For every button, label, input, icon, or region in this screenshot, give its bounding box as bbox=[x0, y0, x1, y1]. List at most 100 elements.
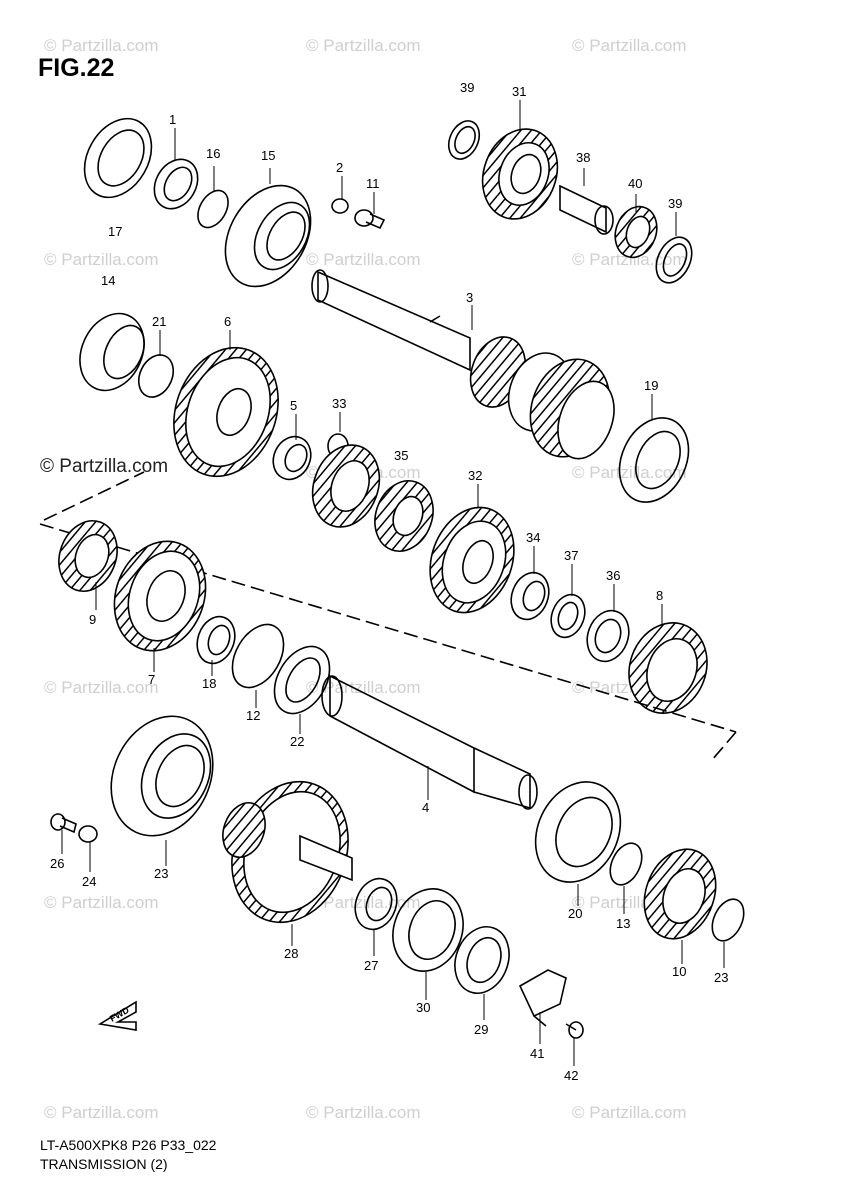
bearing-23-left bbox=[110, 715, 214, 837]
callout-13: 13 bbox=[616, 916, 630, 931]
parts-group: FWD bbox=[39, 100, 745, 1066]
callout-18: 18 bbox=[202, 676, 216, 691]
figure-title: FIG.22 bbox=[38, 54, 115, 82]
callout-14: 14 bbox=[101, 273, 115, 288]
callout-31: 31 bbox=[512, 84, 526, 99]
washer-39-right bbox=[655, 236, 693, 284]
bushing-27 bbox=[354, 877, 398, 931]
callout-19: 19 bbox=[644, 378, 658, 393]
watermark: © Partzilla.com bbox=[572, 250, 687, 269]
bushing-18 bbox=[196, 615, 236, 665]
callout-labels: 1 2 3 4 5 6 7 8 9 10 11 12 13 14 15 16 1… bbox=[50, 80, 728, 1083]
watermark: © Partzilla.com bbox=[44, 893, 159, 912]
callout-28: 28 bbox=[284, 946, 298, 961]
bearing-15 bbox=[224, 184, 312, 288]
callout-24: 24 bbox=[82, 874, 96, 889]
watermark: © Partzilla.com bbox=[44, 1103, 159, 1122]
washer-39-top bbox=[447, 120, 481, 160]
shim-21 bbox=[137, 354, 175, 398]
callout-4: 4 bbox=[422, 800, 429, 815]
callout-41: 41 bbox=[530, 1046, 544, 1061]
gear-31 bbox=[481, 128, 559, 220]
callout-5: 5 bbox=[290, 398, 297, 413]
figure-code: LT-A500XPK8 P26 P33_022 bbox=[40, 1137, 217, 1153]
shaft-3 bbox=[311, 269, 471, 372]
callout-30: 30 bbox=[416, 1000, 430, 1015]
lock-washer-36 bbox=[586, 609, 630, 663]
callout-29: 29 bbox=[474, 1022, 488, 1037]
callout-21: 21 bbox=[152, 314, 166, 329]
callout-39-right: 39 bbox=[668, 196, 682, 211]
watermark: © Partzilla.com bbox=[572, 36, 687, 55]
needle-bearing-40 bbox=[614, 205, 658, 259]
gear-35 bbox=[311, 444, 434, 552]
gear-8 bbox=[628, 622, 708, 714]
callout-36: 36 bbox=[606, 568, 620, 583]
oil-seal-29 bbox=[454, 926, 510, 994]
callout-23-right: 23 bbox=[714, 970, 728, 985]
callout-1: 1 bbox=[169, 112, 176, 127]
shaft-4 bbox=[321, 674, 538, 810]
sleeve-38 bbox=[559, 184, 614, 235]
callout-16: 16 bbox=[206, 146, 220, 161]
watermark: © Partzilla.com bbox=[572, 463, 687, 482]
gear-28 bbox=[222, 780, 353, 924]
callout-20: 20 bbox=[568, 906, 582, 921]
watermark: © Partzilla.com bbox=[306, 36, 421, 55]
bearing-30 bbox=[392, 888, 464, 972]
watermark-primary: © Partzilla.com bbox=[40, 456, 169, 477]
watermark: © Partzilla.com bbox=[44, 250, 159, 269]
bolt-11 bbox=[354, 209, 386, 230]
bearing-17 bbox=[83, 117, 153, 199]
callout-32: 32 bbox=[468, 468, 482, 483]
callout-8: 8 bbox=[656, 588, 663, 603]
callout-37: 37 bbox=[564, 548, 578, 563]
callout-33: 33 bbox=[332, 396, 346, 411]
watermark: © Partzilla.com bbox=[572, 1103, 687, 1122]
circlip-12 bbox=[231, 623, 285, 689]
callout-3: 3 bbox=[466, 290, 473, 305]
callout-6: 6 bbox=[224, 314, 231, 329]
bearing-19 bbox=[618, 417, 690, 503]
callout-26: 26 bbox=[50, 856, 64, 871]
bolt-26 bbox=[50, 813, 77, 834]
callout-2: 2 bbox=[336, 160, 343, 175]
callout-42: 42 bbox=[564, 1068, 578, 1083]
washer-2 bbox=[331, 198, 349, 214]
nut-24 bbox=[78, 825, 98, 843]
lock-washer-37 bbox=[550, 593, 586, 639]
bushing-34 bbox=[510, 571, 550, 621]
watermark: © Partzilla.com bbox=[306, 250, 421, 269]
figure-name: TRANSMISSION (2) bbox=[40, 1156, 168, 1172]
callout-17: 17 bbox=[108, 224, 122, 239]
callout-10: 10 bbox=[672, 964, 686, 979]
circlip-16 bbox=[197, 189, 229, 229]
callout-38: 38 bbox=[576, 150, 590, 165]
bearing-20 bbox=[534, 781, 622, 883]
shaft-3-gears bbox=[469, 336, 615, 460]
sensor-41 bbox=[518, 969, 567, 1027]
watermark: © Partzilla.com bbox=[44, 36, 159, 55]
watermark: © Partzilla.com bbox=[306, 678, 421, 697]
watermark: © Partzilla.com bbox=[306, 1103, 421, 1122]
callout-34: 34 bbox=[526, 530, 540, 545]
washer-22 bbox=[273, 645, 331, 715]
gear-6 bbox=[173, 346, 279, 478]
gear-32 bbox=[429, 506, 515, 614]
callout-22: 22 bbox=[290, 734, 304, 749]
callout-9: 9 bbox=[89, 612, 96, 627]
bearing-14 bbox=[79, 312, 145, 392]
leader-lines bbox=[61, 100, 725, 1066]
callout-7: 7 bbox=[148, 672, 155, 687]
callout-12: 12 bbox=[246, 708, 260, 723]
gear-9 bbox=[58, 520, 118, 592]
fwd-arrow-icon: FWD bbox=[97, 1000, 137, 1031]
callout-15: 15 bbox=[261, 148, 275, 163]
circlip-23-right bbox=[711, 898, 745, 942]
callout-35: 35 bbox=[394, 448, 408, 463]
gear-7 bbox=[113, 540, 207, 652]
callout-11: 11 bbox=[366, 176, 380, 191]
callout-39-top: 39 bbox=[460, 80, 474, 95]
